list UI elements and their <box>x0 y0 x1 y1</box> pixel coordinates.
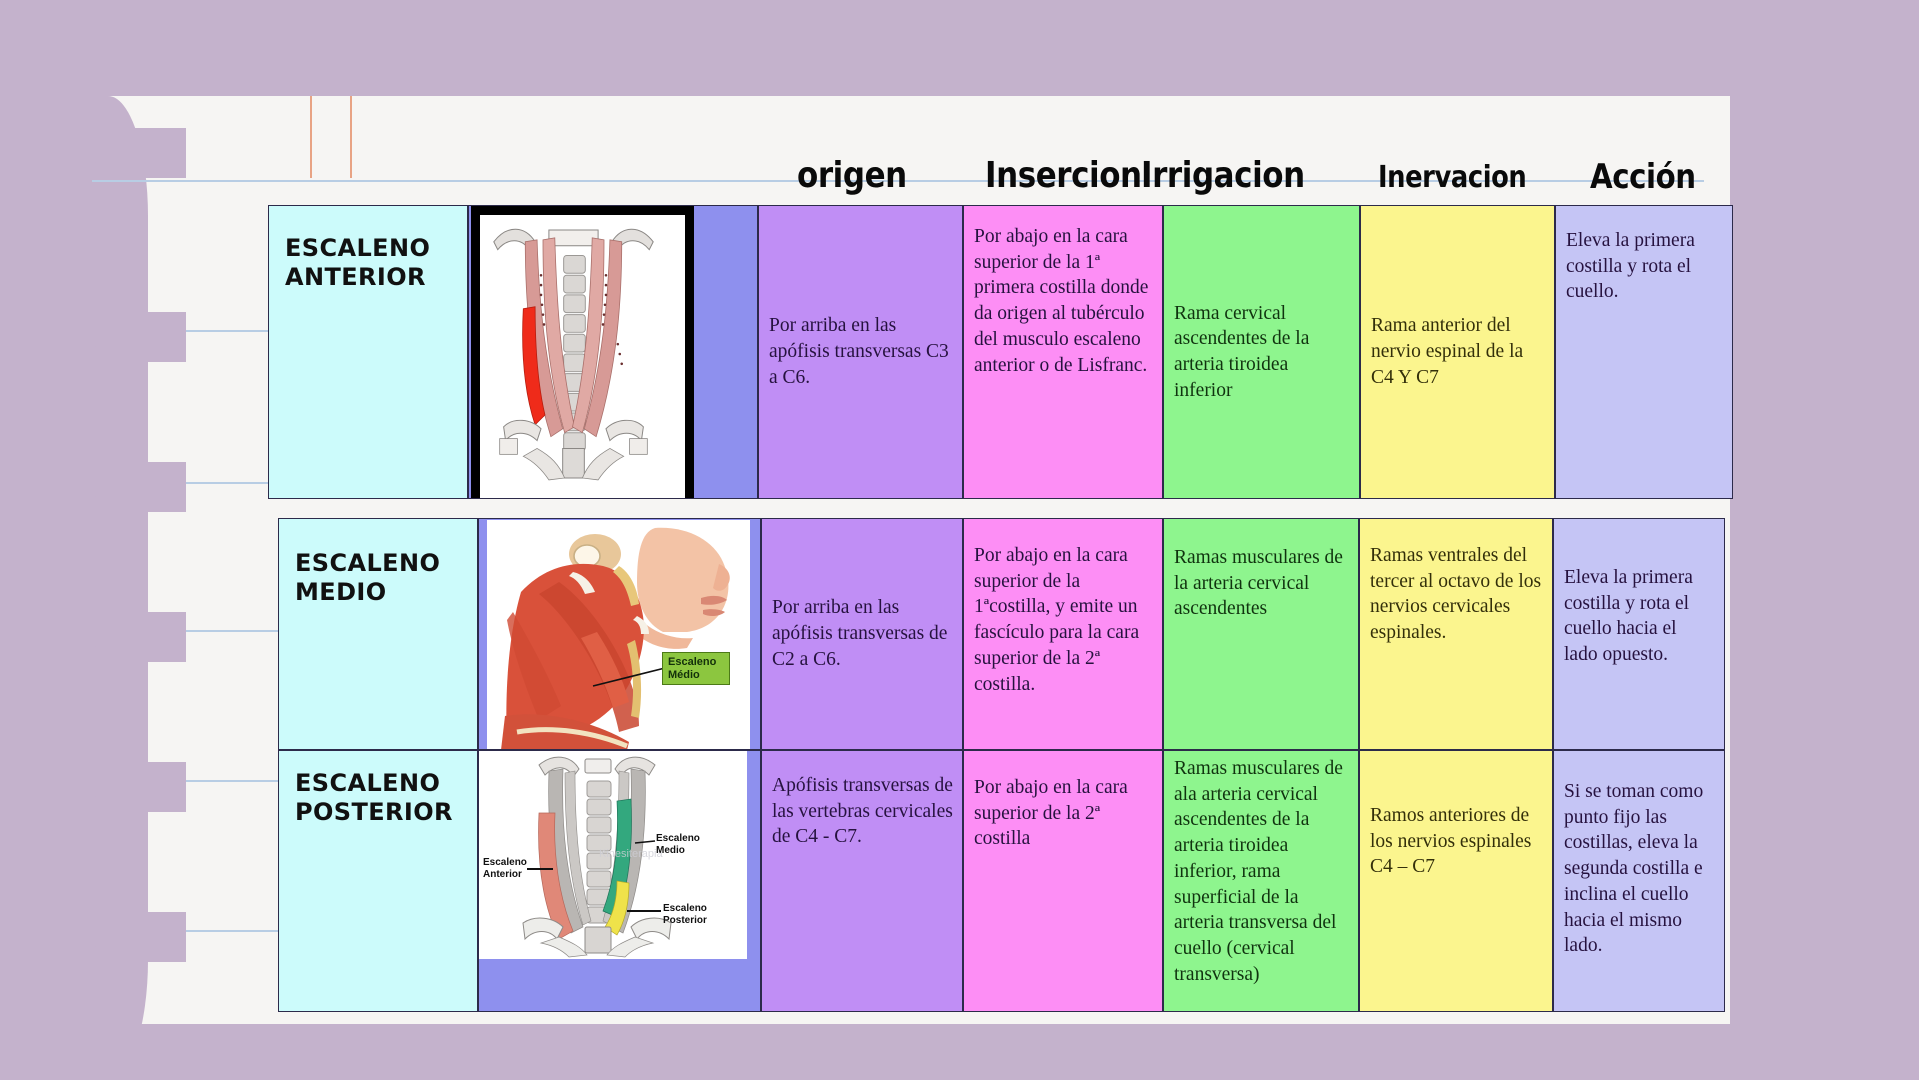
column-header-accion: Acción <box>1590 157 1696 197</box>
insercion-text: Por abajo en la cara superior de la 1ª p… <box>974 226 1149 376</box>
binding-hole <box>90 312 186 362</box>
irrigacion-text: Ramas musculares de ala arteria cervical… <box>1174 758 1343 985</box>
row-label-cell: ESCALENO POSTERIOR <box>278 750 478 1012</box>
row-label: ESCALENO ANTERIOR <box>285 234 431 291</box>
margin-rule <box>350 96 352 178</box>
insercion-text: Por abajo en la cara superior de la 2ª c… <box>974 777 1128 850</box>
row-image-cell <box>468 205 758 499</box>
row-image-cell: Escaleno Médio <box>478 518 761 750</box>
row-origen-cell: Por arriba en las apófisis transversas d… <box>761 518 963 750</box>
row-irrigacion-cell: Ramas musculares de la arteria cervical … <box>1163 518 1359 750</box>
inervacion-text: Rama anterior del nervio espinal de la C… <box>1371 315 1524 388</box>
row-inervacion-cell: Rama anterior del nervio espinal de la C… <box>1360 205 1555 499</box>
slide-bottom-mask <box>0 1024 1919 1080</box>
column-header-inervacion: Inervacion <box>1378 160 1527 195</box>
accion-text: Si se toman como punto fijo las costilla… <box>1564 781 1704 957</box>
irrigacion-text: Rama cervical ascendentes de la arteria … <box>1174 302 1310 401</box>
row-image-cell: Kinesiterapia Escaleno Anterior Escaleno… <box>478 750 761 1012</box>
row-accion-cell: Si se toman como punto fijo las costilla… <box>1553 750 1725 1012</box>
anatomy-image-anterior <box>469 206 757 498</box>
image-label-escaleno-medio: Escaleno Medio <box>656 833 700 856</box>
origen-text: Apófisis transversas de las vertebras ce… <box>772 775 953 848</box>
row-origen-cell: Apófisis transversas de las vertebras ce… <box>761 750 963 1012</box>
row-irrigacion-cell: Rama cervical ascendentes de la arteria … <box>1163 205 1360 499</box>
inervacion-text: Ramos anteriores de los nervios espinale… <box>1370 805 1532 878</box>
accion-text: Eleva la primera costilla y rota el cuel… <box>1566 230 1695 303</box>
table-row: ESCALENO MEDIO <box>278 518 1725 750</box>
row-insercion-cell: Por abajo en la cara superior de la 1ªco… <box>963 518 1163 750</box>
image-label-escaleno-posterior: Escaleno Posterior <box>663 903 707 926</box>
binding-hole <box>90 912 186 962</box>
anatomy-image-posterior: Kinesiterapia Escaleno Anterior Escaleno… <box>479 751 760 1011</box>
lateral-neck-illustration <box>487 520 750 749</box>
row-insercion-cell: Por abajo en la cara superior de la 2ª c… <box>963 750 1163 1012</box>
ruled-line <box>92 180 1704 182</box>
column-header-origen: origen <box>797 155 907 196</box>
image-label-escaleno-medio: Escaleno Médio <box>662 652 730 686</box>
row-label-cell: ESCALENO ANTERIOR <box>268 205 468 499</box>
row-insercion-cell: Por abajo en la cara superior de la 1ª p… <box>963 205 1163 499</box>
anatomy-image-medio: Escaleno Médio <box>479 519 760 749</box>
row-accion-cell: Eleva la primera costilla y rota el cuel… <box>1555 205 1733 499</box>
row-accion-cell: Eleva la primera costilla y rota el cuel… <box>1553 518 1725 750</box>
irrigacion-text: Ramas musculares de la arteria cervical … <box>1174 547 1343 620</box>
binding-hole <box>90 612 186 662</box>
row-label: ESCALENO POSTERIOR <box>295 769 453 826</box>
table-row: ESCALENO ANTERIOR <box>268 205 1733 499</box>
origen-text: Por arriba en las apófisis transversas C… <box>769 315 949 388</box>
row-label-cell: ESCALENO MEDIO <box>278 518 478 750</box>
column-header-insercion: Insercion <box>985 155 1142 196</box>
binding-hole <box>90 762 186 812</box>
table-row: ESCALENO POSTERIOR <box>278 750 1725 1012</box>
margin-rule <box>310 96 312 178</box>
svg-text:Kinesiterapia: Kinesiterapia <box>599 848 663 860</box>
image-label-escaleno-anterior: Escaleno Anterior <box>483 857 527 880</box>
binding-hole <box>90 128 186 178</box>
binding-hole <box>90 462 186 512</box>
row-inervacion-cell: Ramos anteriores de los nervios espinale… <box>1359 750 1553 1012</box>
inervacion-text: Ramas ventrales del tercer al octavo de … <box>1370 545 1542 644</box>
insercion-text: Por abajo en la cara superior de la 1ªco… <box>974 545 1140 695</box>
accion-text: Eleva la primera costilla y rota el cuel… <box>1564 567 1693 666</box>
row-inervacion-cell: Ramas ventrales del tercer al octavo de … <box>1359 518 1553 750</box>
origen-text: Por arriba en las apófisis transversas d… <box>772 597 948 670</box>
column-header-irrigacion: Irrigacion <box>1141 155 1305 196</box>
row-label: ESCALENO MEDIO <box>295 549 441 606</box>
anterior-scalene-illustration <box>480 216 667 488</box>
row-irrigacion-cell: Ramas musculares de ala arteria cervical… <box>1163 750 1359 1012</box>
posterior-scalene-illustration: Kinesiterapia <box>479 751 747 959</box>
row-origen-cell: Por arriba en las apófisis transversas C… <box>758 205 963 499</box>
